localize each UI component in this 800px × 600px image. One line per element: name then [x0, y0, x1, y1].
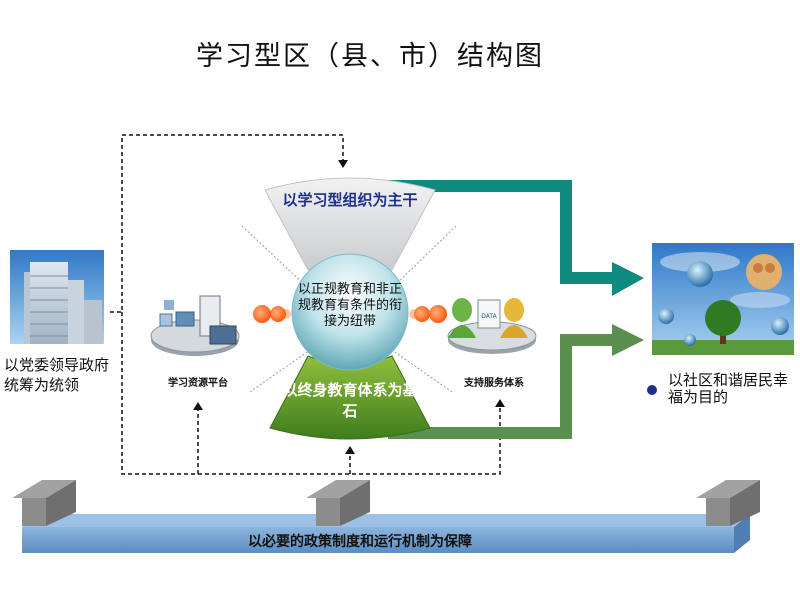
globe-tree-photo — [652, 243, 794, 355]
connector-orbs-left — [253, 305, 291, 323]
building-photo — [10, 250, 104, 344]
dashed-arrowheads — [193, 160, 505, 454]
center-orb — [291, 253, 409, 371]
people-service-icon — [447, 298, 537, 354]
support-system-label: 支持服务体系 — [464, 378, 524, 389]
page-title: 学习型区（县、市）结构图 — [196, 41, 544, 72]
green-arrow — [388, 324, 644, 439]
bottom-pillar-label: 以终身教育体系为基石 — [282, 381, 418, 420]
guide-lines — [241, 225, 457, 393]
resource-platform-label: 学习资源平台 — [168, 378, 228, 389]
base-roof-right — [696, 480, 760, 526]
top-pillar-label: 以学习型组织为主干 — [282, 191, 418, 209]
base-roof-middle — [306, 480, 370, 526]
left-caption: 以党委领导政府统筹为统领 — [4, 356, 110, 394]
connector-orbs-right — [409, 305, 447, 323]
base-roof-left — [12, 480, 76, 526]
teal-arrow — [388, 180, 644, 296]
bullet-icon — [647, 385, 657, 395]
base-bar-label: 以必要的政策制度和运行机制为保障 — [248, 534, 472, 550]
center-label: 以正规教育和非正规教育有条件的衔接为纽带 — [298, 282, 403, 329]
base-bar — [22, 514, 750, 553]
right-goal-caption: 以社区和谐居民幸福为目的 — [668, 371, 789, 406]
data-tag: DATA — [481, 313, 497, 320]
dashed-connector — [110, 134, 501, 475]
computer-network-icon — [150, 295, 240, 356]
